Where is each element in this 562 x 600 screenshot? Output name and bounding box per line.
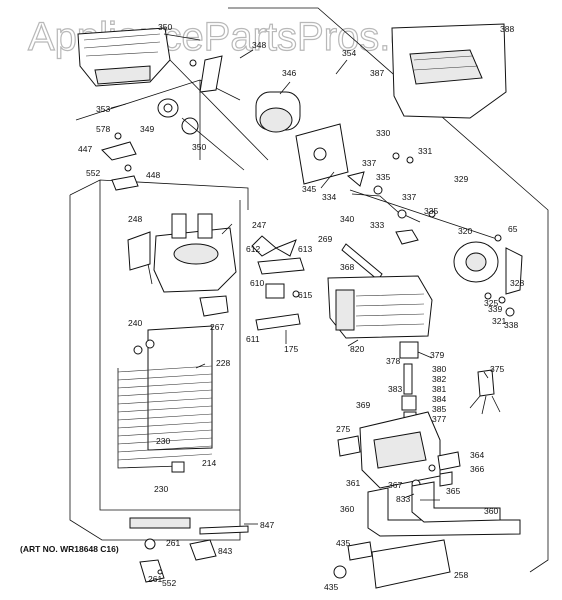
part-number-label: 269 bbox=[318, 234, 332, 244]
part-number-label: 615 bbox=[298, 290, 312, 300]
part-number-label: 360 bbox=[484, 506, 498, 516]
valve-assembly-part bbox=[337, 341, 501, 457]
part-number-label: 375 bbox=[490, 364, 504, 374]
fan-housing-part bbox=[127, 213, 237, 293]
part-number-label: 612 bbox=[246, 244, 260, 254]
part-number-label: 613 bbox=[298, 244, 312, 254]
part-number-label: 365 bbox=[446, 486, 460, 496]
part-number-label: 339 bbox=[488, 304, 502, 314]
part-number-label: 240 bbox=[128, 318, 142, 328]
linkage-parts bbox=[346, 152, 501, 245]
part-number-label: 335 bbox=[424, 206, 438, 216]
part-number-label: 610 bbox=[250, 278, 264, 288]
part-number-label: 384 bbox=[432, 394, 446, 404]
part-number-label: 364 bbox=[470, 450, 484, 460]
part-number-label: 321 bbox=[492, 316, 506, 326]
part-number-label: 353 bbox=[96, 104, 110, 114]
part-number-label: 328 bbox=[510, 278, 524, 288]
part-number-label: 261 bbox=[148, 574, 162, 584]
slide-rails-part bbox=[367, 481, 521, 537]
part-number-label: 350 bbox=[192, 142, 206, 152]
cover-parts bbox=[333, 539, 451, 589]
part-number-label: 350 bbox=[158, 22, 172, 32]
part-number-label: 435 bbox=[324, 582, 338, 592]
part-number-label: 346 bbox=[282, 68, 296, 78]
part-number-label: 337 bbox=[402, 192, 416, 202]
cabinet-outline bbox=[69, 7, 549, 573]
part-number-label: 345 bbox=[302, 184, 316, 194]
part-number-label: 248 bbox=[128, 214, 142, 224]
part-number-label: 65 bbox=[508, 224, 518, 234]
part-number-label: 369 bbox=[356, 400, 370, 410]
part-number-label: 360 bbox=[340, 504, 354, 514]
part-number-label: 833 bbox=[396, 494, 410, 504]
part-number-label: 349 bbox=[140, 124, 154, 134]
ice-motor-part bbox=[255, 91, 301, 133]
part-number-label: 366 bbox=[470, 464, 484, 474]
part-number-label: 331 bbox=[418, 146, 432, 156]
ice-bucket-part bbox=[77, 27, 171, 87]
part-number-label: 377 bbox=[432, 414, 446, 424]
part-number-label: 348 bbox=[252, 40, 266, 50]
part-number-labels: 350 348 388 346 354 387 353 349 350 578 447 552 448 3… bbox=[78, 22, 524, 592]
part-number-label: 843 bbox=[218, 546, 232, 556]
part-number-label: 448 bbox=[146, 170, 160, 180]
part-number-label: 261 bbox=[166, 538, 180, 548]
dispenser-door-part bbox=[391, 23, 507, 119]
part-number-label: 320 bbox=[458, 226, 472, 236]
part-number-label: 214 bbox=[202, 458, 216, 468]
part-number-label: 258 bbox=[454, 570, 468, 580]
auger-parts bbox=[157, 55, 245, 171]
part-number-label: 382 bbox=[432, 374, 446, 384]
evaporator-part bbox=[117, 325, 213, 473]
part-number-label: 847 bbox=[260, 520, 274, 530]
part-number-label: 230 bbox=[156, 436, 170, 446]
part-number-label: 267 bbox=[210, 322, 224, 332]
lower-left-hardware bbox=[129, 517, 249, 583]
part-number-label: 578 bbox=[96, 124, 110, 134]
part-number-label: 361 bbox=[346, 478, 360, 488]
part-number-label: 338 bbox=[504, 320, 518, 330]
part-number-label: 175 bbox=[284, 344, 298, 354]
part-number-label: 611 bbox=[246, 334, 260, 344]
art-number: (ART NO. WR18648 C16) bbox=[20, 544, 119, 554]
part-number-label: 367 bbox=[388, 480, 402, 490]
part-number-label: 387 bbox=[370, 68, 384, 78]
part-number-label: 333 bbox=[370, 220, 384, 230]
part-number-label: 325 bbox=[484, 298, 498, 308]
fan-parts bbox=[199, 235, 305, 344]
part-number-label: 435 bbox=[336, 538, 350, 548]
ice-maker-part bbox=[327, 275, 433, 339]
part-number-label: 378 bbox=[386, 356, 400, 366]
part-number-label: 552 bbox=[162, 578, 176, 588]
part-number-label: 334 bbox=[322, 192, 336, 202]
dispenser-frame-part bbox=[359, 411, 461, 489]
part-number-label: 247 bbox=[252, 220, 266, 230]
small-hardware bbox=[101, 132, 139, 191]
part-number-label: 368 bbox=[340, 262, 354, 272]
part-number-label: 385 bbox=[432, 404, 446, 414]
part-number-label: 381 bbox=[432, 384, 446, 394]
solenoid-parts bbox=[453, 234, 523, 317]
part-number-label: 383 bbox=[388, 384, 402, 394]
part-number-label: 230 bbox=[154, 484, 168, 494]
part-number-label: 330 bbox=[376, 128, 390, 138]
leader-lines bbox=[110, 33, 489, 525]
part-number-label: 228 bbox=[216, 358, 230, 368]
part-number-label: 337 bbox=[362, 158, 376, 168]
part-number-label: 552 bbox=[86, 168, 100, 178]
part-number-label: 275 bbox=[336, 424, 350, 434]
part-number-label: 820 bbox=[350, 344, 364, 354]
part-number-label: 335 bbox=[376, 172, 390, 182]
part-number-label: 380 bbox=[432, 364, 446, 374]
part-number-label: 340 bbox=[340, 214, 354, 224]
part-number-label: 329 bbox=[454, 174, 468, 184]
mounting-plate-part bbox=[295, 123, 349, 185]
part-number-label: 447 bbox=[78, 144, 92, 154]
part-number-label: 379 bbox=[430, 350, 444, 360]
part-number-label: 388 bbox=[500, 24, 514, 34]
part-number-label: 354 bbox=[342, 48, 356, 58]
